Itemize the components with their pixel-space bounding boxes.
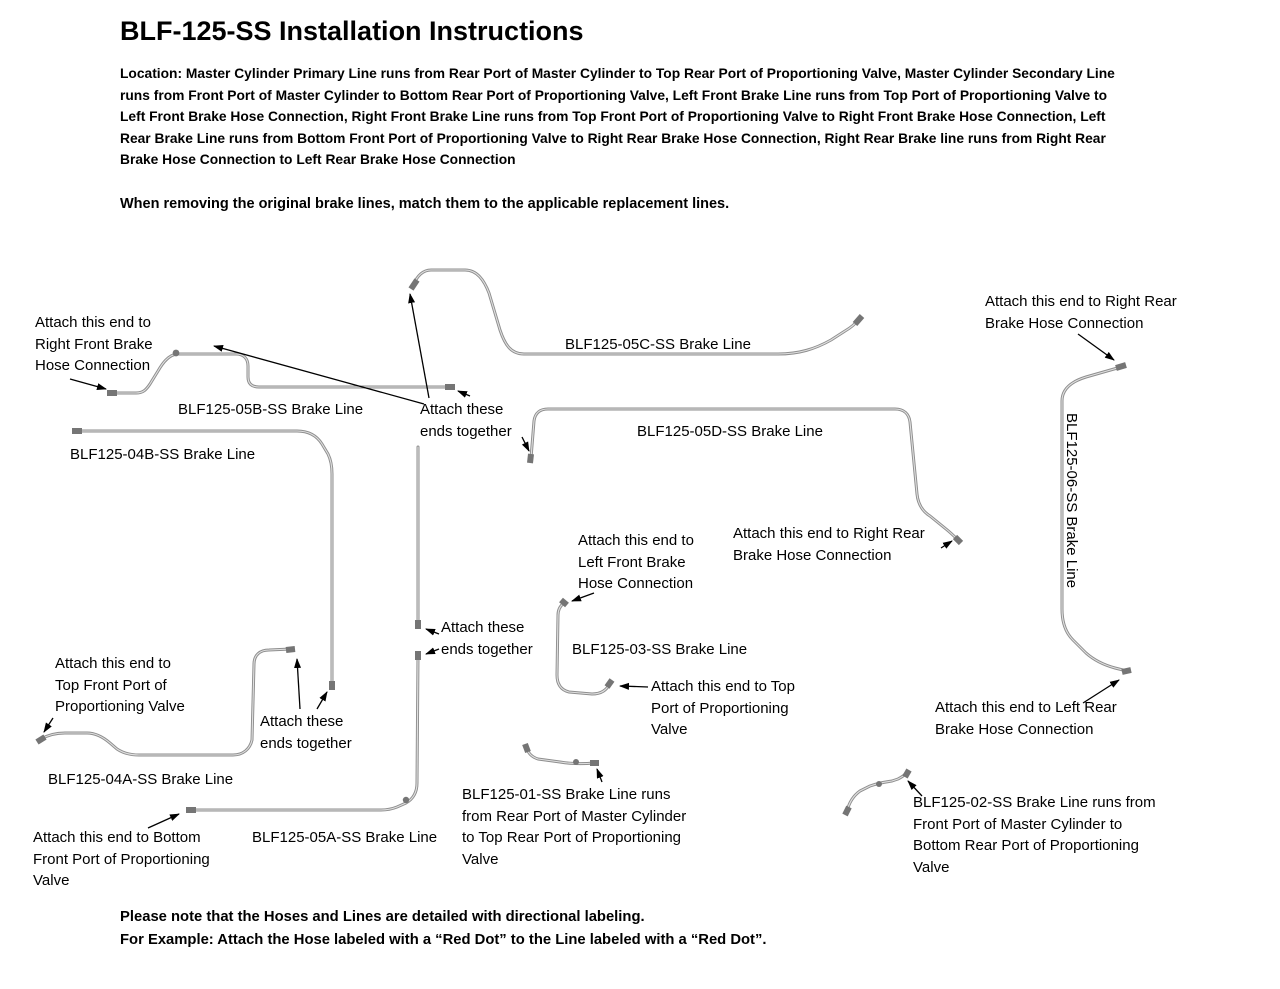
label-blf125-04a: BLF125-04A-SS Brake Line — [48, 771, 234, 788]
directional-labeling-note: Please note that the Hoses and Lines are… — [120, 909, 767, 948]
brake-line-01-path — [525, 746, 596, 766]
brake-line-02-path — [845, 770, 909, 813]
label-blf125-04b: BLF125-04B-SS Brake Line — [70, 446, 256, 463]
label-attach-left-front-hose: Attach this end to Left Front Brake Hose… — [578, 532, 694, 593]
label-attach-left-rear-hose: Attach this end to Left Rear Brake Hose … — [935, 699, 1117, 738]
label-attach-ends-bottom: Attach these ends together — [260, 713, 352, 752]
label-blf125-03: BLF125-03-SS Brake Line — [572, 641, 748, 658]
label-attach-right-rear-mid: Attach this end to Right Rear Brake Hose… — [733, 525, 925, 564]
label-blf125-06-vertical: BLF125-06-SS Brake Line — [1063, 413, 1080, 589]
label-blf125-05b: BLF125-05B-SS Brake Line — [178, 401, 364, 418]
label-attach-top-front-port: Attach this end to Top Front Port of Pro… — [55, 655, 185, 716]
tube-fittings-layer — [35, 278, 1132, 817]
label-blf125-05d: BLF125-05D-SS Brake Line — [637, 423, 823, 440]
label-attach-ends-top: Attach these ends together — [420, 401, 512, 440]
label-attach-top-port: Attach this end to Top Port of Proportio… — [651, 678, 795, 739]
label-attach-bottom-front-port: Attach this end to Bottom Front Port of … — [33, 829, 210, 890]
callout-arrows-layer — [43, 293, 1120, 829]
label-attach-right-rear-top: Attach this end to Right Rear Brake Hose… — [985, 293, 1177, 332]
label-blf125-05a: BLF125-05A-SS Brake Line — [252, 829, 438, 846]
label-blf125-02: BLF125-02-SS Brake Line runs from Front … — [913, 794, 1156, 876]
label-blf125-01: BLF125-01-SS Brake Line runs from Rear P… — [462, 786, 687, 868]
brake-line-05b-path — [112, 352, 452, 395]
label-blf125-05c: BLF125-05C-SS Brake Line — [565, 336, 751, 353]
location-paragraph: Location: Master Cylinder Primary Line r… — [120, 66, 1115, 168]
label-attach-right-front-hose: Attach this end to Right Front Brake Hos… — [35, 314, 153, 375]
label-attach-ends-mid: Attach these ends together — [441, 619, 533, 658]
page-title: BLF-125-SS Installation Instructions — [120, 16, 584, 46]
match-note: When removing the original brake lines, … — [120, 196, 730, 212]
